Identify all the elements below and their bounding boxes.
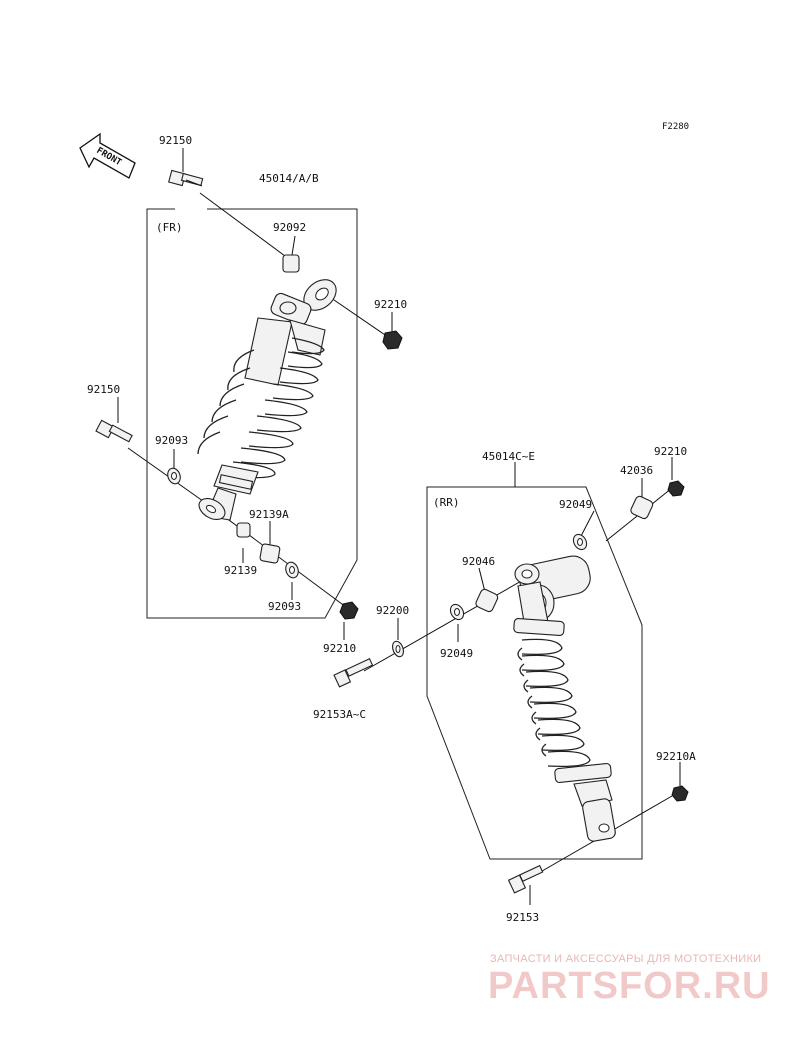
label-front-assembly: 45014/A/B [259,172,319,185]
rear-group-frame [426,471,643,860]
label-nut-rear-top: 92210 [654,445,687,458]
label-collar-front-lower: 92139A [249,508,289,521]
label-bolt-center: 92153A~C [313,708,366,721]
nut-rear-bottom [671,785,689,802]
label-rear-assembly: 45014C~E [482,450,535,463]
label-seal-rear-top: 92049 [559,498,592,511]
nut-front-upper [382,330,403,350]
bolt-rear-bottom [507,864,544,894]
label-nut-front-lower: 92210 [323,642,356,655]
front-arrow-icon: FRONT [79,132,136,179]
label-bushing-front-lower: 92139 [224,564,257,577]
bolt-front-upper [168,169,204,187]
nut-front-lower [339,601,359,620]
washer-front-lower-a [167,467,181,485]
label-washer-front-lower-b: 92093 [268,600,301,613]
label-bearing-rear: 92046 [462,555,495,568]
washer-center [392,640,404,658]
label-bolt-front-lower: 92150 [87,383,120,396]
bearing-rear [475,588,499,613]
rear-shock-absorber [513,555,616,842]
diagram-code: F2280 [662,122,689,132]
label-seal-rear-lower: 92049 [440,647,473,660]
label-collar-rear-top: 42036 [620,464,653,477]
watermark-caption: ЗАПЧАСТИ И АКСЕССУАРЫ ДЛЯ МОТОТЕХНИКИ [490,953,762,965]
label-collar-front-upper: 92092 [273,221,306,234]
label-washer-front-lower-a: 92093 [155,434,188,447]
collar-front-upper [282,254,300,273]
center-leaders [363,575,531,672]
collar-rear-top [630,495,654,520]
label-bolt-rear-bottom: 92153 [506,911,539,924]
bolt-center [333,658,374,688]
bushing-front-lower [236,522,251,538]
front-group-frame [146,208,358,619]
collar-front-lower [259,543,281,564]
label-washer-center: 92200 [376,604,409,617]
rear-leaders [457,457,681,905]
watermark-logo: PARTSFOR.RU [488,965,771,1007]
front-shock-absorber [197,279,337,521]
seal-rear-top [572,533,588,551]
label-nut-front-upper: 92210 [374,298,407,311]
label-bolt-front-upper: 92150 [159,134,192,147]
label-nut-rear-bottom: 92210A [656,750,696,763]
bolt-front-lower [95,419,133,443]
washer-front-lower-b [285,561,299,579]
label-rear-tag: (RR) [433,496,460,509]
label-front-tag: (FR) [156,221,183,234]
nut-rear-top [667,480,685,497]
seal-rear-lower [449,603,465,621]
